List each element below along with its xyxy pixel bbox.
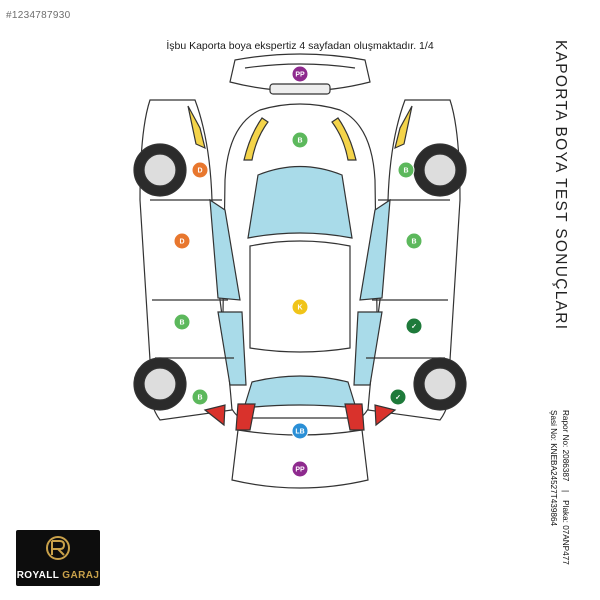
left-rear-light — [203, 404, 226, 427]
logo-emblem-icon — [46, 536, 70, 560]
right-rear-rim — [423, 367, 457, 401]
roof-panel — [249, 240, 351, 353]
svg-text:K: K — [297, 305, 302, 312]
royall-garaj-logo: ROYALL GARAJ — [16, 530, 100, 586]
left-front-window — [209, 198, 241, 301]
rear-window — [243, 375, 357, 409]
report-title: KAPORTA BOYA TEST SONUÇLARI — [552, 40, 569, 331]
svg-text:B: B — [403, 168, 408, 175]
svg-text:PP: PP — [295, 467, 305, 474]
left-rear-rim — [143, 367, 177, 401]
svg-text:B: B — [297, 138, 302, 145]
badge-left-front-door: D — [173, 232, 191, 250]
plate-number: Plaka: 07ANP477 — [561, 500, 570, 565]
right-front-light — [394, 105, 413, 150]
left-front-light — [187, 105, 206, 150]
report-number: Rapor No: 2086387 — [561, 410, 570, 482]
svg-text:✓: ✓ — [395, 395, 401, 402]
svg-text:PP: PP — [295, 72, 305, 79]
front-plate-area — [269, 83, 331, 95]
right-rear-window — [353, 311, 383, 386]
badge-right-rear-fender: ✓ — [389, 388, 407, 406]
svg-text:D: D — [197, 168, 202, 175]
logo-word-1: ROYALL — [16, 570, 60, 581]
svg-text:LB: LB — [295, 429, 304, 436]
page-count-note: İşbu Kaporta boya ekspertiz 4 sayfadan o… — [166, 40, 434, 52]
chassis-number: Şasi No: KNEBA24527T439864 — [549, 410, 558, 527]
badge-trunk: LB — [291, 422, 309, 440]
panel-badges: PP B K LB PP D D B B — [173, 65, 423, 478]
rear-left-light — [235, 403, 256, 431]
badge-right-front-door: B — [405, 232, 423, 250]
badge-rear-bumper: PP — [291, 460, 309, 478]
windshield — [247, 165, 353, 239]
badge-left-front-fender: D — [191, 161, 209, 179]
meta-separator: | — [561, 489, 570, 492]
svg-text:B: B — [179, 320, 184, 327]
rear-bumper-panel — [231, 429, 369, 489]
svg-text:B: B — [197, 395, 202, 402]
right-front-rim — [423, 153, 457, 187]
svg-text:B: B — [411, 239, 416, 246]
left-rear-window — [217, 311, 247, 386]
badge-hood: B — [291, 131, 309, 149]
badge-left-rear-fender: B — [191, 388, 209, 406]
rear-right-light — [344, 403, 365, 431]
front-left-headlight — [243, 117, 269, 161]
badge-roof: K — [291, 298, 309, 316]
listing-id-watermark: #1234787930 — [6, 10, 71, 21]
svg-text:D: D — [179, 239, 184, 246]
badge-right-front-fender: B — [397, 161, 415, 179]
right-rear-light — [374, 404, 397, 427]
badge-front-bumper: PP — [291, 65, 309, 83]
left-front-rim — [143, 153, 177, 187]
svg-text:✓: ✓ — [411, 324, 417, 331]
badge-left-rear-door: B — [173, 313, 191, 331]
right-front-window — [359, 198, 391, 301]
front-bumper-inner — [244, 63, 356, 69]
badge-right-rear-door: ✓ — [405, 317, 423, 335]
logo-word-2: GARAJ — [62, 570, 100, 581]
logo-wordmark: ROYALL GARAJ — [16, 570, 100, 581]
report-meta: Rapor No: 2086387 | Plaka: 07ANP477 Şasi… — [541, 410, 571, 580]
front-right-headlight — [331, 117, 357, 161]
